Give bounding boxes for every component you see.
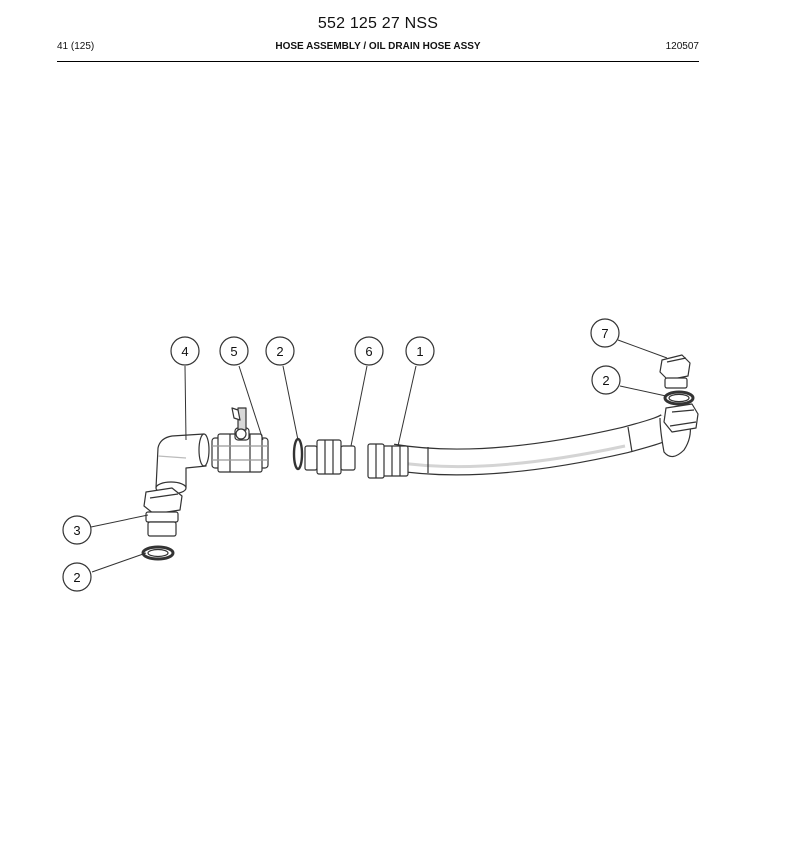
callout-1: 1: [405, 336, 435, 366]
callout-2-center: 2: [265, 336, 295, 366]
document-number: 552 125 27 NSS: [317, 15, 439, 32]
callout-2-right: 2: [591, 365, 621, 395]
leader-lines: [90, 339, 668, 573]
callout-3: 3: [62, 515, 92, 545]
elbow-fitting: [155, 433, 210, 495]
nipple-adapter: [304, 439, 356, 475]
callout-label: 2: [73, 570, 80, 585]
hose: [367, 413, 691, 479]
page-reference: 41 (125): [57, 41, 95, 52]
callout-label: 2: [602, 373, 609, 388]
callout-label: 3: [73, 523, 80, 538]
revision-number: 120507: [665, 41, 699, 52]
callout-7: 7: [590, 318, 620, 348]
callout-label: 5: [230, 344, 237, 359]
seal-ring-lower-left: [141, 545, 175, 561]
callout-label: 6: [365, 344, 372, 359]
callout-5: 5: [219, 336, 249, 366]
callout-label: 4: [181, 344, 188, 359]
ball-valve: [211, 407, 269, 473]
callout-4: 4: [170, 336, 200, 366]
section-title: HOSE ASSEMBLY / OIL DRAIN HOSE ASSY: [275, 41, 481, 52]
callout-2-lower: 2: [62, 562, 92, 592]
seal-ring-upper-right: [663, 390, 695, 406]
callout-label: 7: [601, 326, 608, 341]
page-header: 41 (125) HOSE ASSEMBLY / OIL DRAIN HOSE …: [57, 41, 699, 55]
seal-ring-center: [292, 437, 304, 471]
hose-end-fitting: [663, 403, 699, 433]
nut-upper-right: [659, 354, 691, 389]
callout-label: 2: [276, 344, 283, 359]
callout-label: 1: [416, 344, 423, 359]
nut-lower-left: [143, 487, 183, 537]
header-rule: [57, 61, 699, 62]
callout-6: 6: [354, 336, 384, 366]
